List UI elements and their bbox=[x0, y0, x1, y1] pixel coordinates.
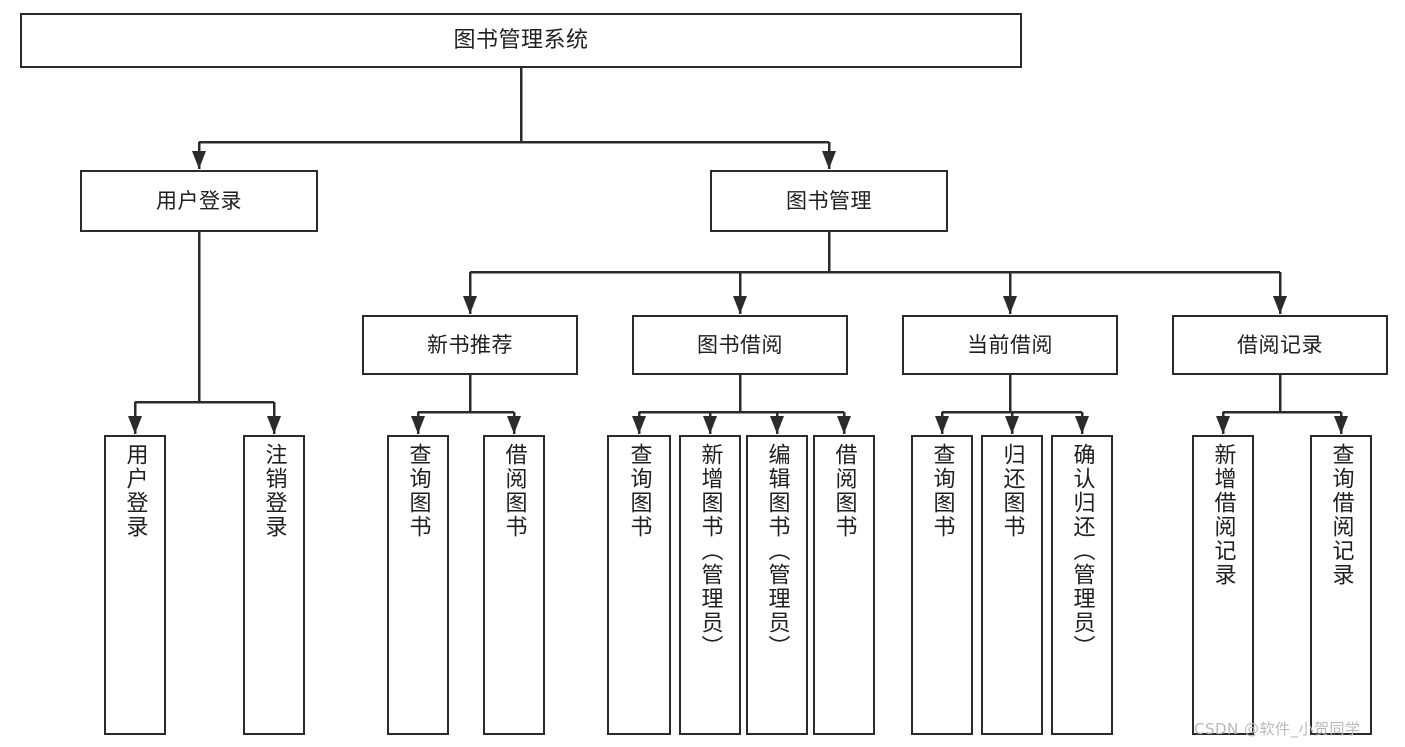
node-label: 注销登录 bbox=[261, 443, 287, 539]
connector-arrowhead bbox=[837, 416, 851, 434]
node-label: 图书管理 bbox=[786, 188, 872, 213]
node-book-management[interactable]: 图书管理 bbox=[710, 170, 948, 232]
node-leaf-query-book-2[interactable]: 查询图书 bbox=[607, 435, 671, 735]
node-label: 图书借阅 bbox=[697, 332, 783, 357]
node-label: 查询图书 bbox=[929, 443, 955, 539]
connector-arrowhead bbox=[632, 416, 646, 434]
connector-arrowhead bbox=[703, 416, 717, 434]
connector-arrowhead bbox=[1003, 296, 1017, 314]
connector-arrowhead bbox=[128, 416, 142, 434]
connector-arrowhead bbox=[1273, 296, 1287, 314]
node-label: 归还图书 bbox=[999, 443, 1025, 539]
node-borrow-record[interactable]: 借阅记录 bbox=[1172, 315, 1388, 375]
node-label: 借阅图书 bbox=[831, 443, 857, 539]
node-leaf-user-login[interactable]: 用户登录 bbox=[104, 435, 166, 735]
node-leaf-borrow-book-2[interactable]: 借阅图书 bbox=[813, 435, 875, 735]
connector-arrowhead bbox=[463, 296, 477, 314]
node-book-borrow[interactable]: 图书借阅 bbox=[632, 315, 848, 375]
node-label: 借阅图书 bbox=[501, 443, 527, 539]
node-label: 用户登录 bbox=[122, 443, 148, 539]
node-leaf-edit-book[interactable]: 编辑图书（管理员） bbox=[746, 435, 808, 735]
node-leaf-add-borrow-record[interactable]: 新增借阅记录 bbox=[1192, 435, 1254, 735]
connector-arrowhead bbox=[267, 416, 281, 434]
node-label: 查询图书 bbox=[405, 443, 431, 539]
node-label: 查询图书 bbox=[626, 443, 652, 539]
connector-arrowhead bbox=[822, 151, 836, 169]
connector-arrowhead bbox=[770, 416, 784, 434]
node-label: 新增借阅记录 bbox=[1210, 443, 1236, 587]
node-current-borrow[interactable]: 当前借阅 bbox=[902, 315, 1118, 375]
node-leaf-user-logout[interactable]: 注销登录 bbox=[243, 435, 305, 735]
node-label: 编辑图书（管理员） bbox=[764, 443, 790, 659]
node-label: 当前借阅 bbox=[967, 332, 1053, 357]
node-user-login[interactable]: 用户登录 bbox=[80, 170, 318, 232]
node-label: 借阅记录 bbox=[1237, 332, 1323, 357]
watermark-label: CSDN @软件_小贺同学 bbox=[1194, 720, 1361, 738]
node-leaf-return-book[interactable]: 归还图书 bbox=[981, 435, 1043, 735]
node-leaf-confirm-return[interactable]: 确认归还（管理员） bbox=[1051, 435, 1113, 735]
node-label: 新增图书（管理员） bbox=[697, 443, 723, 659]
connector-arrowhead bbox=[1075, 416, 1089, 434]
connector-arrowhead bbox=[192, 151, 206, 169]
node-label: 确认归还（管理员） bbox=[1069, 443, 1095, 659]
connector-arrowhead bbox=[1334, 416, 1348, 434]
connector-arrowhead bbox=[1005, 416, 1019, 434]
node-leaf-add-book[interactable]: 新增图书（管理员） bbox=[679, 435, 741, 735]
node-leaf-query-borrow-record[interactable]: 查询借阅记录 bbox=[1310, 435, 1372, 735]
connector-arrowhead bbox=[411, 416, 425, 434]
connector-arrowhead bbox=[1216, 416, 1230, 434]
connector-arrowhead bbox=[733, 296, 747, 314]
node-label: 查询借阅记录 bbox=[1328, 443, 1354, 587]
node-root[interactable]: 图书管理系统 bbox=[20, 13, 1022, 68]
node-label: 新书推荐 bbox=[427, 332, 513, 357]
node-leaf-query-book-3[interactable]: 查询图书 bbox=[911, 435, 973, 735]
node-leaf-borrow-book-1[interactable]: 借阅图书 bbox=[483, 435, 545, 735]
connector-arrowhead bbox=[935, 416, 949, 434]
node-leaf-query-book-1[interactable]: 查询图书 bbox=[387, 435, 449, 735]
node-label: 图书管理系统 bbox=[453, 27, 589, 53]
connector-arrowhead bbox=[507, 416, 521, 434]
node-new-book-recommend[interactable]: 新书推荐 bbox=[362, 315, 578, 375]
node-label: 用户登录 bbox=[156, 188, 242, 213]
